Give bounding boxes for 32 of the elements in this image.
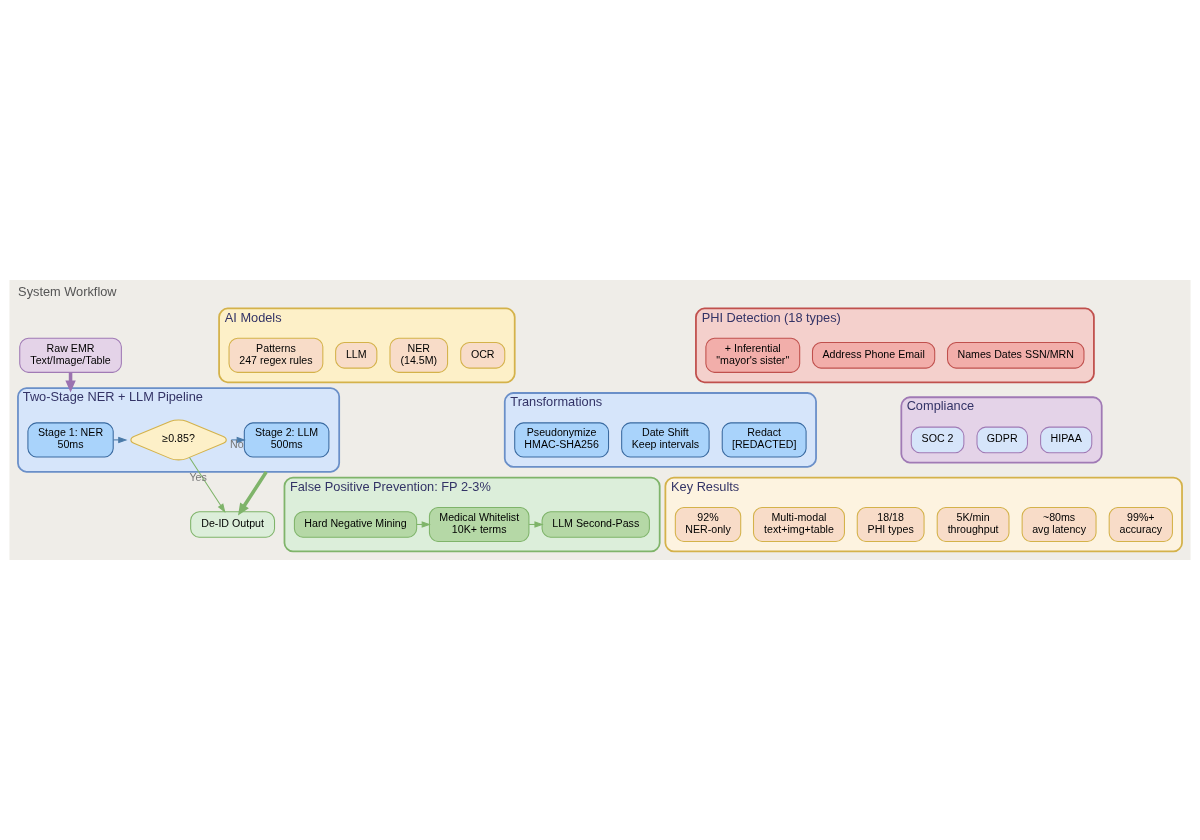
- arrow: [188, 456, 226, 513]
- node-box: Multi-modal text+img+table: [752, 506, 845, 543]
- diagram-title: System Workflow: [18, 283, 117, 299]
- node-box: 5K/min throughput: [936, 506, 1010, 543]
- edge-label: No: [230, 438, 244, 451]
- node-box: HIPAA: [1040, 426, 1093, 454]
- arrow: [112, 436, 128, 444]
- node-box: Stage 2: LLM 500ms: [243, 422, 330, 458]
- node-box: Redact [REDACTED]: [721, 422, 807, 458]
- node-box: Address Phone Email: [811, 342, 936, 369]
- node-box: ~80ms avg latency: [1021, 506, 1097, 543]
- node-box: Hard Negative Mining: [293, 511, 418, 538]
- node-box: Pseudonymize HMAC-SHA256: [514, 422, 610, 458]
- node-box: 92% NER-only: [674, 506, 742, 543]
- node-box: + Inferential "mayor's sister": [705, 337, 801, 373]
- node-box: De-ID Output: [190, 511, 276, 538]
- node-box: SOC 2: [910, 426, 965, 454]
- node-box: Date Shift Keep intervals: [621, 422, 710, 458]
- node-box: Stage 1: NER 50ms: [27, 422, 114, 458]
- node-box: Patterns 247 regex rules: [228, 337, 324, 373]
- node-box: Names Dates SSN/MRN: [946, 342, 1085, 369]
- node-box: GDPR: [976, 426, 1028, 454]
- arrow: [230, 436, 246, 444]
- node-box: Medical Whitelist 10K+ terms: [428, 506, 530, 543]
- node-box: NER (14.5M): [389, 337, 449, 373]
- node-box: 18/18 PHI types: [856, 506, 925, 543]
- node-box: LLM Second-Pass: [541, 511, 650, 538]
- arrow: [238, 470, 268, 516]
- node-box: 99%+ accuracy: [1108, 506, 1173, 543]
- node-box: Raw EMR Text/Image/Table: [19, 337, 122, 373]
- node-box: LLM: [335, 342, 378, 369]
- node-box: OCR: [460, 342, 506, 369]
